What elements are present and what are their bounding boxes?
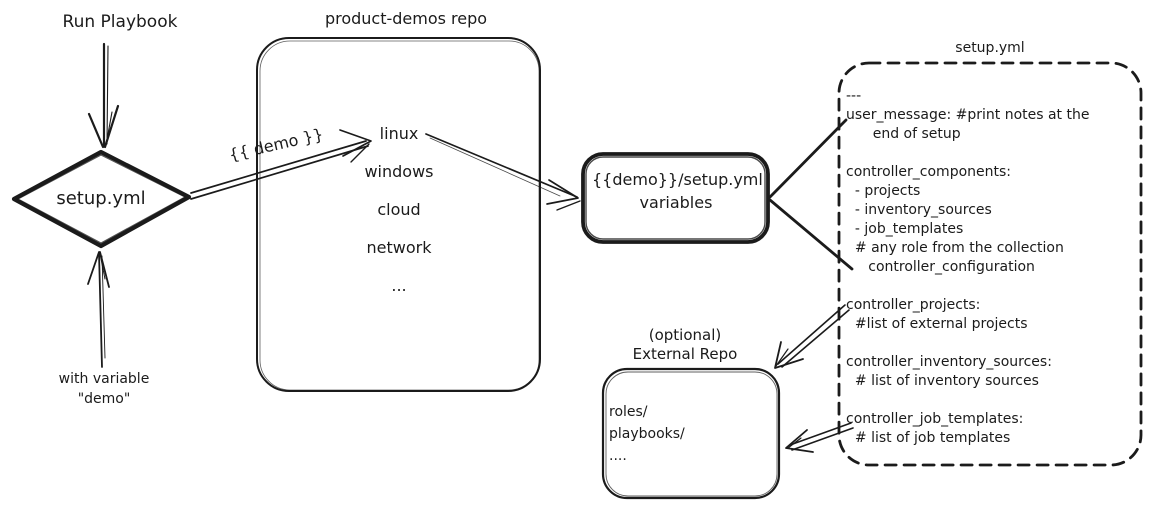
setup-yml-diamond-label: setup.yml xyxy=(56,188,146,209)
yaml-line: controller_inventory_sources: xyxy=(846,354,1052,370)
with-variable-arrow xyxy=(87,251,110,368)
with-variable-line1: with variable xyxy=(58,371,150,387)
yaml-line xyxy=(846,334,1089,353)
yaml-line xyxy=(846,277,1089,296)
yaml-line xyxy=(846,144,1089,163)
external-repo-title: (optional) External Repo xyxy=(606,326,764,364)
product-demos-repo-box xyxy=(256,37,541,392)
projects-to-external-arrow xyxy=(774,304,850,369)
yaml-line: # any role from the collection xyxy=(846,240,1064,256)
variables-box-label: {{demo}}/setup.yml variables xyxy=(592,168,763,214)
external-repo-items: roles/ playbooks/ .... xyxy=(609,401,685,467)
yaml-line: user_message: #print notes at the xyxy=(846,107,1090,123)
repo-item-linux: linux xyxy=(379,124,419,143)
repo-item-network: network xyxy=(366,238,432,257)
job-templates-to-external-arrow xyxy=(785,422,854,453)
yaml-line: # list of inventory sources xyxy=(846,373,1039,389)
external-repo-item-ellipsis: .... xyxy=(609,448,627,464)
yaml-line xyxy=(846,391,1089,410)
yaml-line: - inventory_sources xyxy=(846,202,992,218)
repo-item-windows: windows xyxy=(364,162,434,181)
repo-item-ellipsis: ... xyxy=(391,276,407,295)
repo-item-cloud: cloud xyxy=(377,200,421,219)
yaml-line: --- xyxy=(846,88,862,104)
variables-box-line2: variables xyxy=(639,193,713,212)
yaml-line: controller_configuration xyxy=(846,259,1035,275)
setup-yml-diamond xyxy=(11,149,192,249)
setup-yml-dashed-box xyxy=(837,61,1143,467)
variables-box-line1: {{demo}}/setup.yml xyxy=(592,170,763,189)
external-repo-title-line1: (optional) xyxy=(648,326,722,344)
yaml-line: #list of external projects xyxy=(846,316,1028,332)
external-repo-box xyxy=(601,367,781,500)
yaml-line: - job_templates xyxy=(846,221,964,237)
setup-yml-box-title: setup.yml xyxy=(955,40,1025,56)
yaml-line: controller_components: xyxy=(846,164,1011,180)
product-demos-repo-items: linux windows cloud network ... xyxy=(325,124,473,314)
run-playbook-label: Run Playbook xyxy=(62,12,178,32)
linux-to-variables-arrow xyxy=(425,133,581,211)
demo-arrow xyxy=(190,129,372,200)
yaml-line: end of setup xyxy=(846,126,961,142)
with-variable-line2: "demo" xyxy=(77,391,131,407)
variables-box xyxy=(581,152,770,244)
run-playbook-arrow xyxy=(87,42,120,149)
yaml-line: controller_job_templates: xyxy=(846,411,1024,427)
setup-yml-content: --- user_message: #print notes at the en… xyxy=(846,87,1089,448)
yaml-line: controller_projects: xyxy=(846,297,981,313)
with-variable-label: with variable "demo" xyxy=(38,369,170,409)
product-demos-repo-title: product-demos repo xyxy=(324,9,488,28)
external-repo-item-roles: roles/ xyxy=(609,404,648,420)
external-repo-title-line2: External Repo xyxy=(632,345,738,363)
yaml-line: - projects xyxy=(846,183,921,199)
external-repo-item-playbooks: playbooks/ xyxy=(609,426,685,442)
yaml-line: # list of job templates xyxy=(846,430,1011,446)
